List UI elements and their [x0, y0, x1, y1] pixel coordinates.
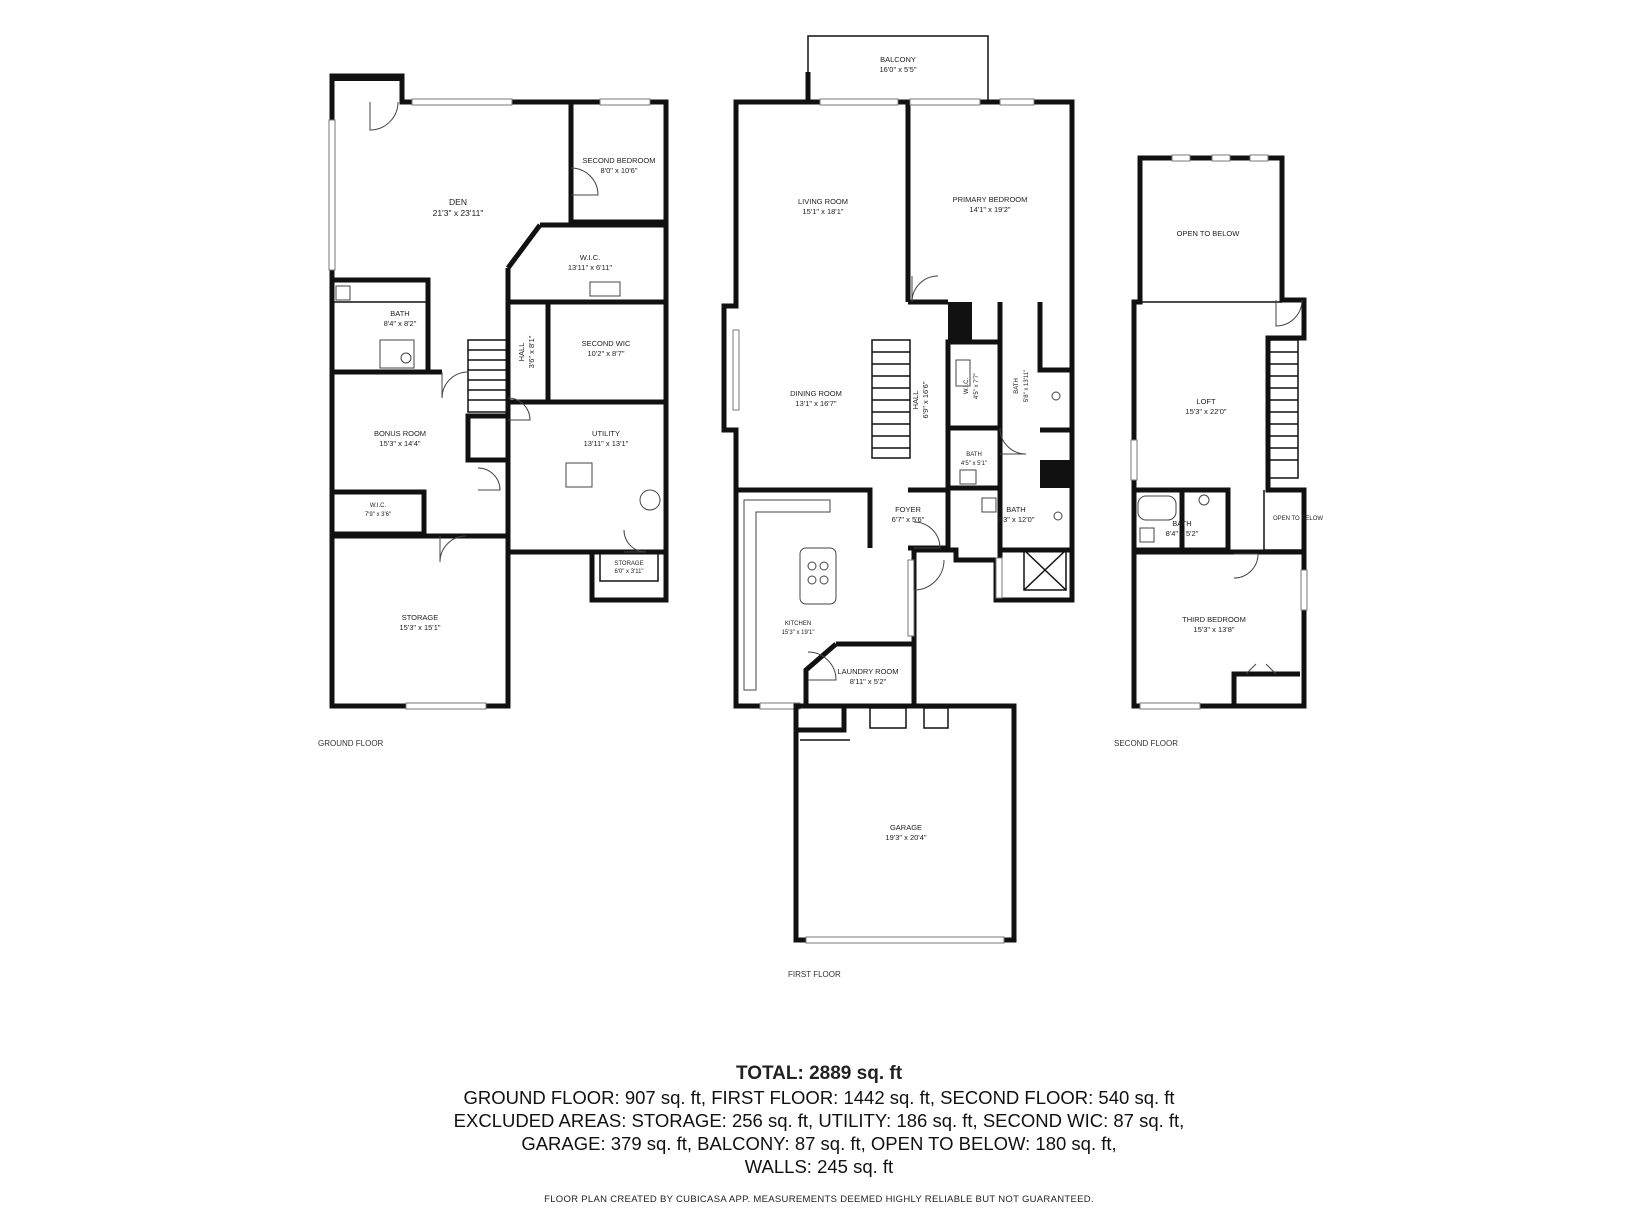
den-dims: 21'3" x 23'11"	[433, 208, 484, 218]
primary-wic-dims: 4'5" x 7'7"	[974, 373, 980, 399]
kitchen-label: KITCHEN	[785, 621, 811, 627]
bath-label: BATH	[390, 309, 409, 318]
balcony-dims: 16'0" x 5'5"	[880, 65, 917, 74]
primary-bedroom-label: PRIMARY BEDROOM	[953, 195, 1028, 204]
laundry-room-label: LAUNDRY ROOM	[838, 667, 899, 676]
first-floor-plan: BALCONY 16'0" x 5'5" LIVING ROOM 15'1" x…	[721, 35, 1075, 979]
area-summary: TOTAL: 2889 sq. ft GROUND FLOOR: 907 sq.…	[0, 1062, 1638, 1178]
disclaimer-text: FLOOR PLAN CREATED BY CUBICASA APP. MEAS…	[544, 1194, 1094, 1205]
primary-bedroom-dims: 14'1" x 19'2"	[969, 205, 1010, 214]
bath-dims: 8'4" x 8'2"	[384, 319, 417, 328]
bath-second-dims: 8'4" x 5'2"	[1166, 529, 1199, 538]
dining-room-label: DINING ROOM	[790, 389, 842, 398]
utility-label: UTILITY	[592, 429, 620, 438]
primary-bath-label: BATH	[1014, 378, 1020, 394]
bath-second-label: BATH	[1172, 519, 1191, 528]
third-bedroom-dims: 15'3" x 13'8"	[1193, 625, 1234, 634]
living-room-dims: 15'1" x 18'1"	[802, 207, 843, 216]
loft-label: LOFT	[1196, 397, 1216, 406]
den-label: DEN	[449, 197, 467, 207]
summary-line-floors: GROUND FLOOR: 907 sq. ft, FIRST FLOOR: 1…	[463, 1087, 1175, 1108]
bonus-room-dims: 15'3" x 14'4"	[379, 439, 420, 448]
second-bedroom-label: SECOND BEDROOM	[583, 156, 656, 165]
small-wic-label: W.I.C.	[370, 503, 387, 509]
ground-floor-plan: DEN 21'3" x 23'11" SECOND BEDROOM 8'0" x…	[318, 73, 669, 748]
half-bath-dims: 4'5" x 5'1"	[961, 461, 987, 467]
wic-dims: 13'11" x 6'11"	[568, 263, 613, 272]
wic-label: W.I.C.	[580, 253, 600, 262]
second-wic-dims: 10'2" x 8'7"	[588, 349, 625, 358]
second-bedroom-dims: 8'0" x 10'6"	[601, 166, 638, 175]
hall-dims: 3'6" x 8'1"	[527, 335, 536, 368]
small-storage-label: STORAGE	[614, 561, 643, 567]
hall-label: HALL	[517, 343, 526, 362]
garage-label: GARAGE	[890, 823, 922, 832]
bath-first-label: BATH	[1006, 505, 1025, 514]
second-floor-plan: OPEN TO BELOW LOFT 15'3" x 22'0" OPEN TO…	[1114, 154, 1323, 748]
primary-bath-dims: 5'8" x 13'11"	[1024, 370, 1030, 402]
ground-floor-label: GROUND FLOOR	[318, 739, 384, 748]
foyer-label: FOYER	[895, 505, 921, 514]
dining-room-dims: 13'1" x 16'7"	[795, 399, 836, 408]
hall-label-first: HALL	[911, 391, 920, 410]
summary-line-walls: WALLS: 245 sq. ft	[744, 1156, 894, 1177]
utility-dims: 13'11" x 13'1"	[584, 439, 629, 448]
laundry-room-dims: 8'11" x 5'2"	[850, 677, 887, 686]
summary-line-garage: GARAGE: 379 sq. ft, BALCONY: 87 sq. ft, …	[521, 1133, 1117, 1154]
garage-dims: 19'3" x 20'4"	[885, 833, 926, 842]
half-bath-label: BATH	[966, 452, 982, 458]
first-floor-label: FIRST FLOOR	[788, 970, 841, 979]
living-room-label: LIVING ROOM	[798, 197, 848, 206]
small-storage-dims: 6'0" x 3'11"	[614, 569, 643, 575]
balcony-label: BALCONY	[880, 55, 916, 64]
summary-line-excluded: EXCLUDED AREAS: STORAGE: 256 sq. ft, UTI…	[453, 1110, 1185, 1131]
small-wic-dims: 7'9" x 3'6"	[365, 512, 391, 518]
bonus-room-label: BONUS ROOM	[374, 429, 426, 438]
foyer-dims: 6'7" x 5'6"	[892, 515, 925, 524]
second-wic-label: SECOND WIC	[582, 339, 631, 348]
open-to-below-label-1: OPEN TO BELOW	[1177, 229, 1241, 238]
primary-wic-label: W.I.C.	[964, 378, 970, 395]
bath-first-dims: 8'3" x 12'0"	[998, 515, 1035, 524]
storage-dims: 15'3" x 15'1"	[399, 623, 440, 632]
total-area: TOTAL: 2889 sq. ft	[735, 1063, 903, 1084]
storage-label: STORAGE	[402, 613, 439, 622]
second-floor-label: SECOND FLOOR	[1114, 739, 1178, 748]
loft-dims: 15'3" x 22'0"	[1185, 407, 1226, 416]
hall-dims-first: 6'9" x 16'6"	[921, 381, 930, 418]
open-to-below-label-2: OPEN TO BELOW	[1273, 516, 1323, 522]
kitchen-dims: 15'3" x 19'1"	[782, 630, 815, 636]
third-bedroom-label: THIRD BEDROOM	[1182, 615, 1246, 624]
